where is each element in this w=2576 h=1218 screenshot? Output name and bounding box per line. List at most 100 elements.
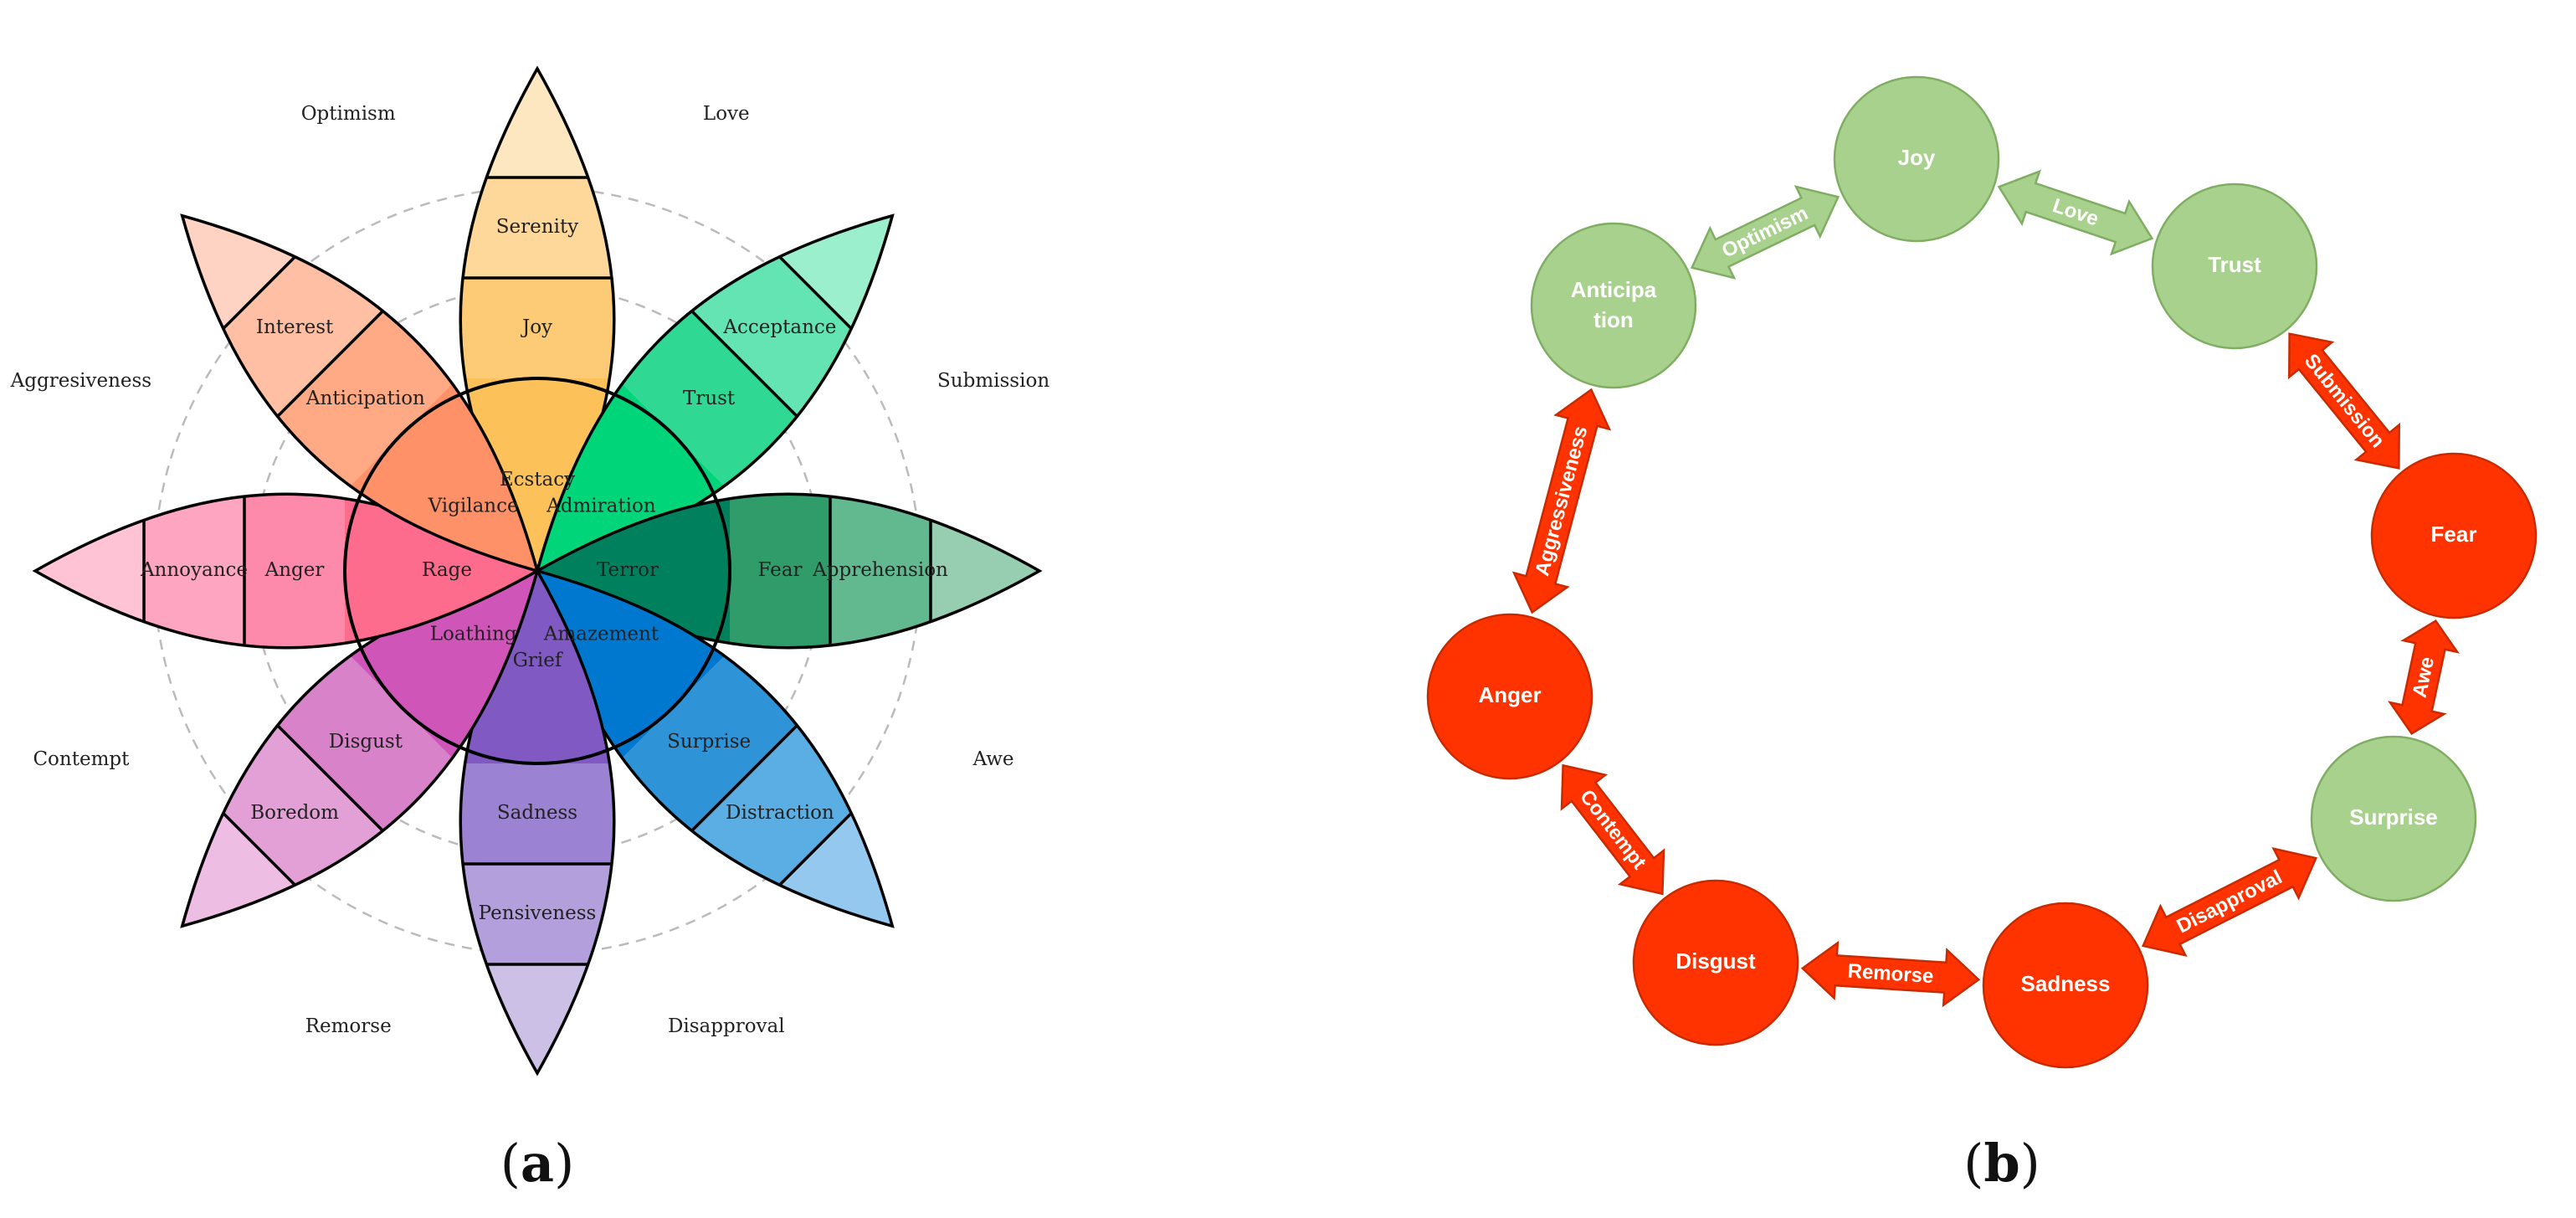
node-label-fear: Fear [2431,522,2477,547]
arrow-shape-submission [2288,332,2400,470]
arrow-shape-awe [2388,619,2460,735]
node-circle-joy [1833,75,2000,243]
wheel-label-anger-outer: Annoyance [140,559,248,581]
node-circle-sadness [1982,902,2149,1069]
wheel-label-sadness-outer: Pensiveness [479,902,597,924]
arrow-shape-disapproval [2141,846,2318,958]
petal-outline-anticipation [180,213,540,573]
petal-divider [778,812,853,887]
petal-outline-joy [459,65,616,574]
wheel-label-trust-outer: Acceptance [722,316,836,338]
node-label-surprise: Surprise [2349,804,2438,830]
petal-outline-surprise [535,568,895,928]
wheel-label-anger-middle: Anger [264,559,325,581]
petal-outline-anger [32,492,541,650]
arrow-aggressiveness: Aggressiveness [1511,388,1612,614]
arrow-label-submission: Submission [2300,350,2389,453]
arrow-love: Love [1997,169,2154,256]
node-anger: Anger [1426,613,1593,780]
wheel-label-surprise-outer: Distraction [726,802,834,824]
arrow-submission: Submission [2288,332,2400,470]
arrow-shape-aggressiveness [1511,388,1612,614]
node-label-sadness: Sadness [2021,971,2111,996]
arrow-disapproval: Disapproval [2141,846,2318,958]
petal-divider [274,722,387,835]
dyad-label-disapproval: Disapproval [668,1015,785,1037]
petal-band-sadness-1 [460,763,614,864]
wheel-label-anger-inner: Rage [422,559,472,581]
petal-outline-sadness [459,568,616,1077]
arrow-remorse: Remorse [1800,940,1981,1008]
arrow-awe: Awe [2388,619,2460,735]
petal-divider [222,255,296,330]
node-label-trust: Trust [2208,252,2261,277]
dyad-label-aggresiveness: Aggresiveness [10,370,151,392]
node-circle-anticipation [1530,222,1697,389]
wheel-label-surprise-inner: Amazement [543,623,659,645]
node-label-anger: Anger [1478,682,1541,707]
panel-b-letter: b [1983,1133,2019,1194]
panel-a-letter: a [521,1133,554,1194]
arrow-optimism: Optimism [1690,185,1840,280]
petal-divider [222,812,296,887]
node-fear: Fear [2370,452,2538,619]
node-label-joy: Joy [1898,145,1936,170]
panel-b-caption: (b) [1963,1133,2040,1194]
node-sadness: Sadness [1982,902,2149,1069]
wheel-label-anticipation-outer: Interest [256,316,334,338]
wheel-label-trust-middle: Trust [683,388,736,409]
node-circle-surprise [2310,735,2477,902]
arrow-shape-remorse [1800,940,1981,1008]
petal-divider [688,307,801,420]
petal-divider [778,255,853,330]
wheel-label-disgust-outer: Boredom [250,802,339,824]
arrow-label-disapproval: Disapproval [2173,866,2286,938]
node-anticipation: Anticipa tion [1530,222,1697,389]
wheel-label-anticipation-inner: Vigilance [428,496,519,517]
node-circle-trust [2151,182,2318,350]
node-circle-fear [2370,452,2538,619]
petal-divider [688,722,801,835]
wheel-label-sadness-middle: Sadness [497,802,577,824]
petal-band-joy-1 [460,278,614,378]
petal-band-fear-1 [730,494,830,648]
petal-outline-fear [534,492,1043,650]
wheel-label-fear-outer: Apprehension [812,559,948,581]
dyad-label-remorse: Remorse [305,1015,392,1037]
wheel-label-joy-inner: Ecstacy [500,469,575,491]
wheel-label-fear-inner: Terror [597,559,659,581]
dyad-label-love: Love [703,103,750,125]
wheel-label-anticipation-middle: Anticipation [305,388,425,409]
node-label-anticipation: Anticipa [1571,277,1657,302]
dyad-label-submission: Submission [937,370,1049,392]
petal-band-anger-1 [244,494,345,648]
dyad-label-contempt: Contempt [33,748,130,770]
arrow-shape-love [1997,169,2154,256]
wheel-core-outline [343,377,731,765]
dyad-label-optimism: Optimism [301,103,396,125]
node-disgust: Disgust [1632,879,1799,1046]
node-label-disgust: Disgust [1675,948,1756,974]
petal-outline-disgust [180,568,540,928]
node-circle-disgust [1632,879,1799,1046]
arrow-shape-contempt [1560,763,1665,896]
node-circle-anger [1426,613,1593,780]
petal-band-anger-3 [35,494,144,648]
arrow-label-contempt: Contempt [1575,785,1650,873]
wheel-label-disgust-inner: Loathing [430,623,517,645]
node-label-anticipation-line2: tion [1593,307,1634,332]
petal-outline-trust [535,213,895,573]
wheel-label-sadness-inner: Grief [513,650,563,671]
petal-divider [274,307,387,420]
wheel-label-trust-inner: Admiration [546,496,656,517]
dyad-label-awe: Awe [972,748,1014,770]
wheel-label-joy-outer: Serenity [496,216,578,238]
wheel-label-joy-middle: Joy [521,316,552,338]
wheel-label-fear-middle: Fear [757,559,802,581]
